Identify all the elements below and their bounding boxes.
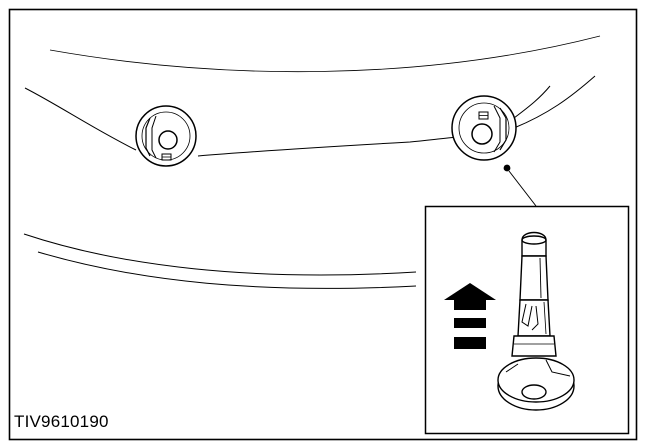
panel-edge-line xyxy=(513,85,551,119)
up-arrow-icon xyxy=(444,283,496,349)
callout-leader-line xyxy=(508,170,537,207)
lower-curve-line xyxy=(23,233,417,276)
lower-curve-line xyxy=(37,251,417,289)
left-clip xyxy=(135,105,197,167)
clip-pin-detail xyxy=(497,231,575,411)
right-clip xyxy=(451,95,517,161)
panel-edge-line xyxy=(24,87,137,151)
upper-contour-line xyxy=(49,35,601,73)
figure-code-label: TIV9610190 xyxy=(14,412,109,431)
panel-edge-line xyxy=(513,75,596,129)
callout-dot xyxy=(503,164,511,172)
panel-edge-line xyxy=(197,136,459,157)
